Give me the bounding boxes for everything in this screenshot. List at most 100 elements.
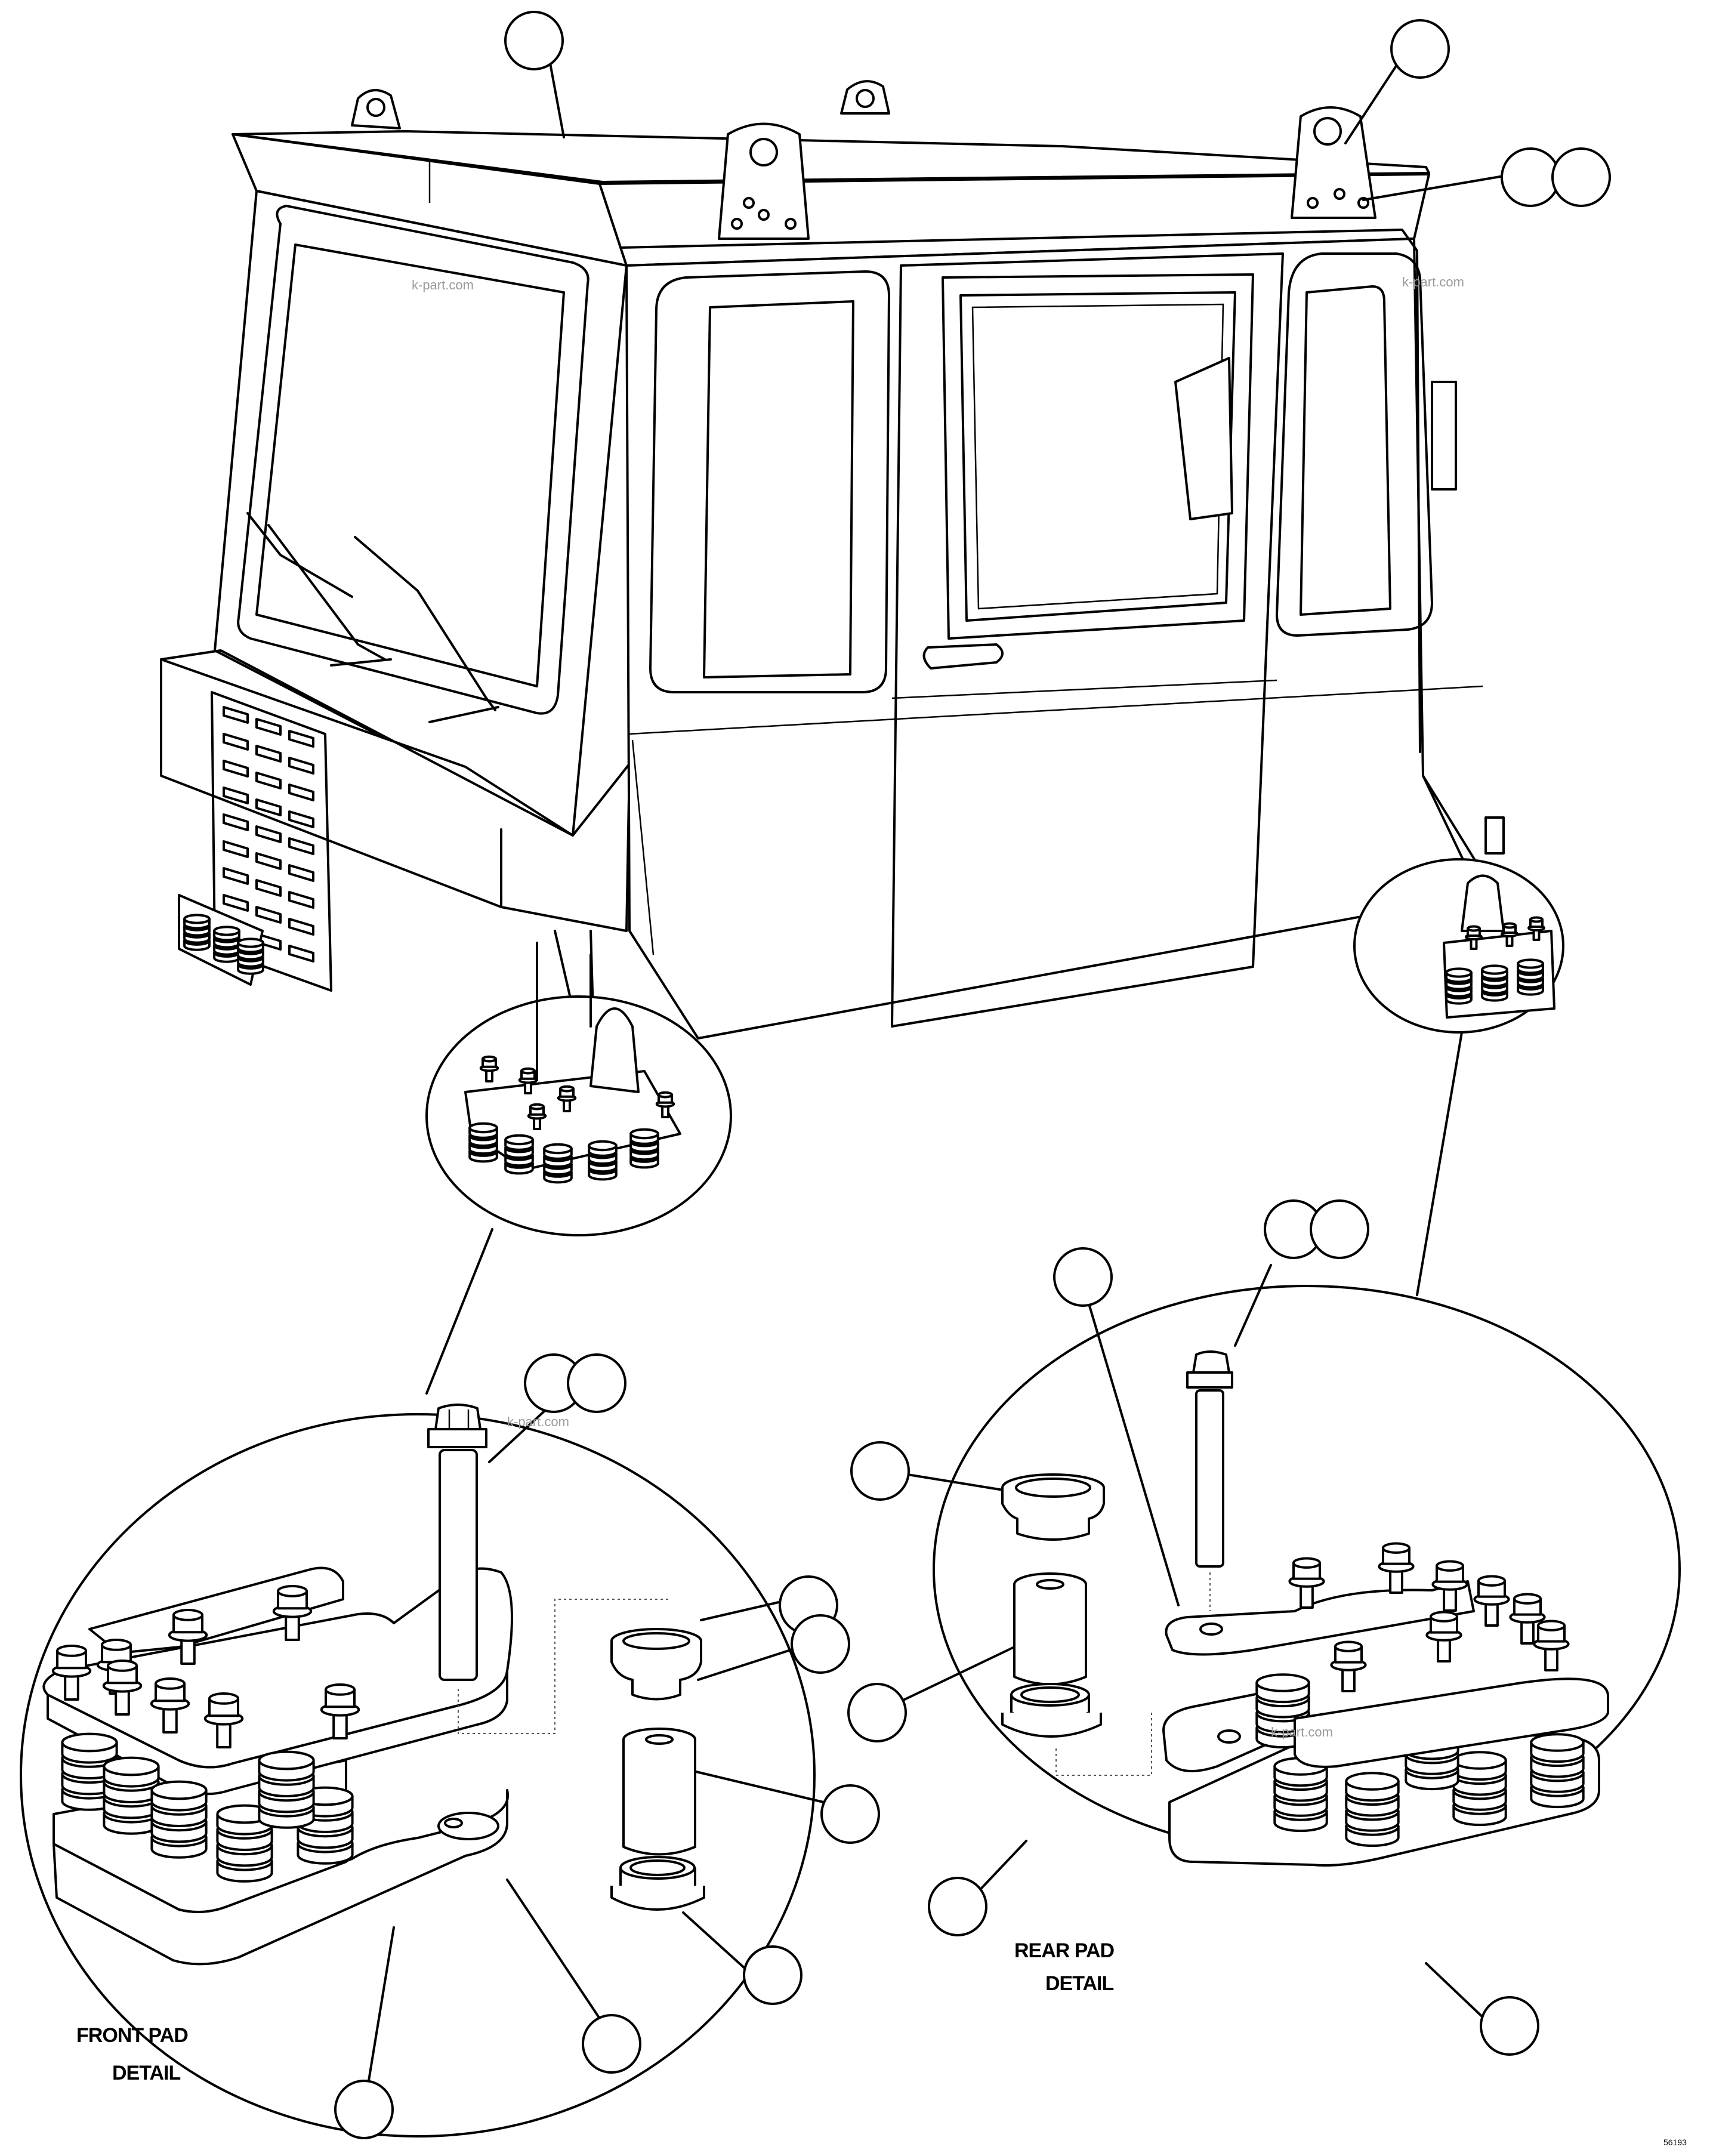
callout-balloon — [504, 11, 564, 70]
grille-slat — [288, 784, 314, 801]
mount-rubber-top — [588, 1140, 618, 1152]
watermark: k-part.com — [1402, 274, 1464, 289]
bolt-head-top — [1430, 1611, 1458, 1623]
bolt-head-top — [482, 1055, 497, 1063]
bolt-head-top — [1513, 1593, 1542, 1605]
bolt-head-top — [1477, 1575, 1506, 1587]
bolt-head-top — [1292, 1557, 1321, 1569]
grille-slat — [255, 852, 282, 870]
cab-front-face — [160, 190, 631, 932]
watermark: k-part.com — [507, 1414, 569, 1429]
callout-balloon — [820, 1784, 880, 1844]
callout-balloon — [791, 1614, 850, 1674]
grille-slat — [223, 840, 249, 858]
grille-slat — [223, 813, 249, 831]
bolt-head-top — [1467, 925, 1481, 932]
grille-slat — [223, 733, 249, 751]
bolt-head-top — [529, 1103, 545, 1111]
mount-rubber-top — [150, 1780, 208, 1800]
watermark: k-part.com — [1271, 1725, 1333, 1739]
grille-slat — [255, 906, 282, 924]
mount-rubber-top — [1445, 967, 1473, 978]
mount-rubber-top — [1255, 1673, 1310, 1692]
lifting-eyes — [351, 80, 1376, 240]
watermark: k-part.com — [412, 277, 474, 292]
mount-rubber-top — [468, 1122, 498, 1134]
grille-slat — [288, 891, 314, 909]
grille-slat — [288, 837, 314, 855]
grille — [211, 691, 332, 992]
callout-balloon — [1551, 147, 1611, 207]
front-pad-detail — [20, 1404, 816, 2138]
bolt-head-top — [155, 1677, 186, 1690]
bolt-head-top — [1537, 1620, 1566, 1631]
grille-slat — [223, 786, 249, 804]
grille-slat — [223, 894, 249, 912]
callout-balloon — [1501, 147, 1560, 207]
bolt-head-top — [1529, 916, 1544, 923]
grille-slat — [223, 867, 249, 885]
mount-rubber-top — [1517, 958, 1544, 969]
callout-balloon — [847, 1683, 907, 1742]
grille-slat — [255, 718, 282, 736]
mount-rubber-top — [61, 1732, 118, 1753]
bolt-head-top — [101, 1639, 132, 1651]
callout-balloon — [743, 1945, 803, 2005]
mount-rubber-top — [504, 1134, 534, 1146]
mount-rubber-top — [103, 1756, 160, 1776]
cab-detail-circle-rear — [1353, 858, 1564, 1034]
callout-balloon — [850, 1441, 910, 1501]
bolt-head-top — [1436, 1560, 1464, 1572]
callout-balloon — [1480, 1996, 1539, 2056]
mount-rubber-top — [258, 1750, 315, 1771]
rear-pad-detail — [933, 1285, 1681, 1867]
bolt-head-top — [107, 1660, 138, 1672]
rear-pad-label-line1: REAR PAD — [1014, 1939, 1115, 1962]
mount-rubber-top — [213, 926, 240, 936]
bolt-head-top — [277, 1585, 308, 1597]
mount-rubber-top — [237, 937, 264, 948]
grille-slat — [288, 810, 314, 828]
bolt-head-top — [520, 1067, 536, 1075]
mount-rubber-top — [1345, 1772, 1400, 1791]
bolt-head-top — [1502, 922, 1517, 929]
callout-balloons — [334, 11, 1611, 2139]
bolt-head-top — [1382, 1542, 1410, 1554]
grille-slat — [255, 745, 282, 763]
callout-balloon — [1053, 1247, 1113, 1307]
cab-front-left-pad — [178, 894, 264, 986]
figure-number: 56193 — [1663, 2138, 1687, 2147]
bolt-head-top — [559, 1085, 575, 1093]
front-pad-label-line2: DETAIL — [112, 2062, 181, 2084]
callout-balloon — [1310, 1199, 1369, 1259]
bolt-head-top — [1334, 1640, 1363, 1652]
grille-slat — [255, 879, 282, 897]
grille-slat — [255, 825, 282, 843]
front-pad-label-line1: FRONT PAD — [76, 2024, 189, 2047]
bolt-head-top — [172, 1609, 203, 1621]
mount-rubber-top — [629, 1128, 659, 1140]
mount-rubber-top — [183, 914, 211, 924]
mount-rubber-top — [1452, 1751, 1507, 1770]
grille-slat — [288, 757, 314, 775]
grille-slat — [288, 864, 314, 882]
callout-balloon — [928, 1877, 987, 1936]
callout-balloon — [567, 1353, 626, 1413]
rear-pad-label-line2: DETAIL — [1045, 1972, 1114, 1995]
callout-balloon — [334, 2080, 394, 2139]
callout-balloon — [1390, 19, 1450, 79]
grille-slat — [288, 918, 314, 936]
grille-slat — [255, 772, 282, 789]
bolt-head-top — [325, 1683, 356, 1696]
cab-detail-circle-front — [425, 942, 732, 1236]
callout-balloon — [582, 2014, 641, 2074]
bolt-head-top — [208, 1692, 239, 1705]
grille-slat — [255, 798, 282, 816]
grille-slat — [223, 760, 249, 778]
grille-slat — [223, 706, 249, 724]
mount-rubber-top — [543, 1143, 573, 1155]
mount-rubber-top — [1530, 1733, 1585, 1752]
bolt-head-top — [56, 1645, 87, 1657]
